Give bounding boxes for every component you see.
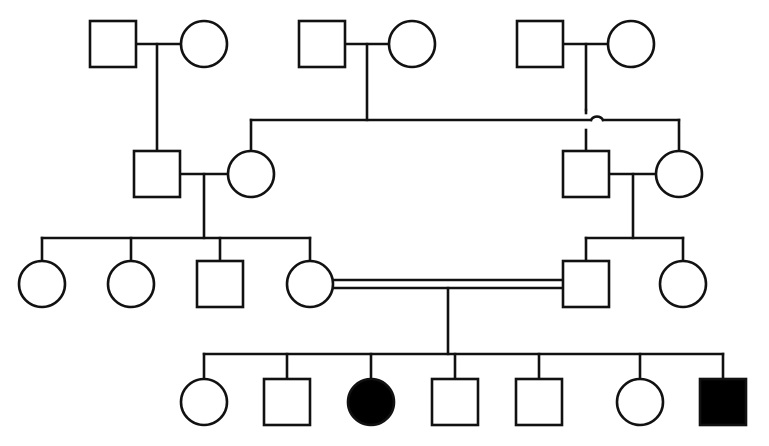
unaffected-male-square: [430, 377, 480, 427]
unaffected-male-square: [561, 149, 611, 199]
unaffected-female-circle: [17, 259, 67, 309]
unaffected-male-square: [195, 259, 245, 309]
line-hop: [589, 115, 605, 122]
unaffected-female-circle: [387, 19, 437, 69]
unaffected-female-circle: [615, 377, 665, 427]
affected-male-square: [698, 377, 748, 427]
unaffected-male-square: [262, 377, 312, 427]
unaffected-male-square: [88, 19, 138, 69]
pedigree-lines: [40, 42, 725, 381]
unaffected-female-circle: [179, 377, 229, 427]
unaffected-male-square: [297, 19, 347, 69]
unaffected-male-square: [514, 377, 564, 427]
unaffected-male-square: [561, 259, 611, 309]
unaffected-female-circle: [226, 149, 276, 199]
unaffected-female-circle: [658, 259, 708, 309]
pedigree-individuals: [17, 19, 748, 427]
unaffected-female-circle: [606, 19, 656, 69]
affected-female-circle: [346, 377, 396, 427]
unaffected-female-circle: [654, 149, 704, 199]
unaffected-male-square: [515, 19, 565, 69]
unaffected-female-circle: [106, 259, 156, 309]
unaffected-female-circle: [285, 259, 335, 309]
unaffected-male-square: [132, 149, 182, 199]
unaffected-female-circle: [179, 19, 229, 69]
